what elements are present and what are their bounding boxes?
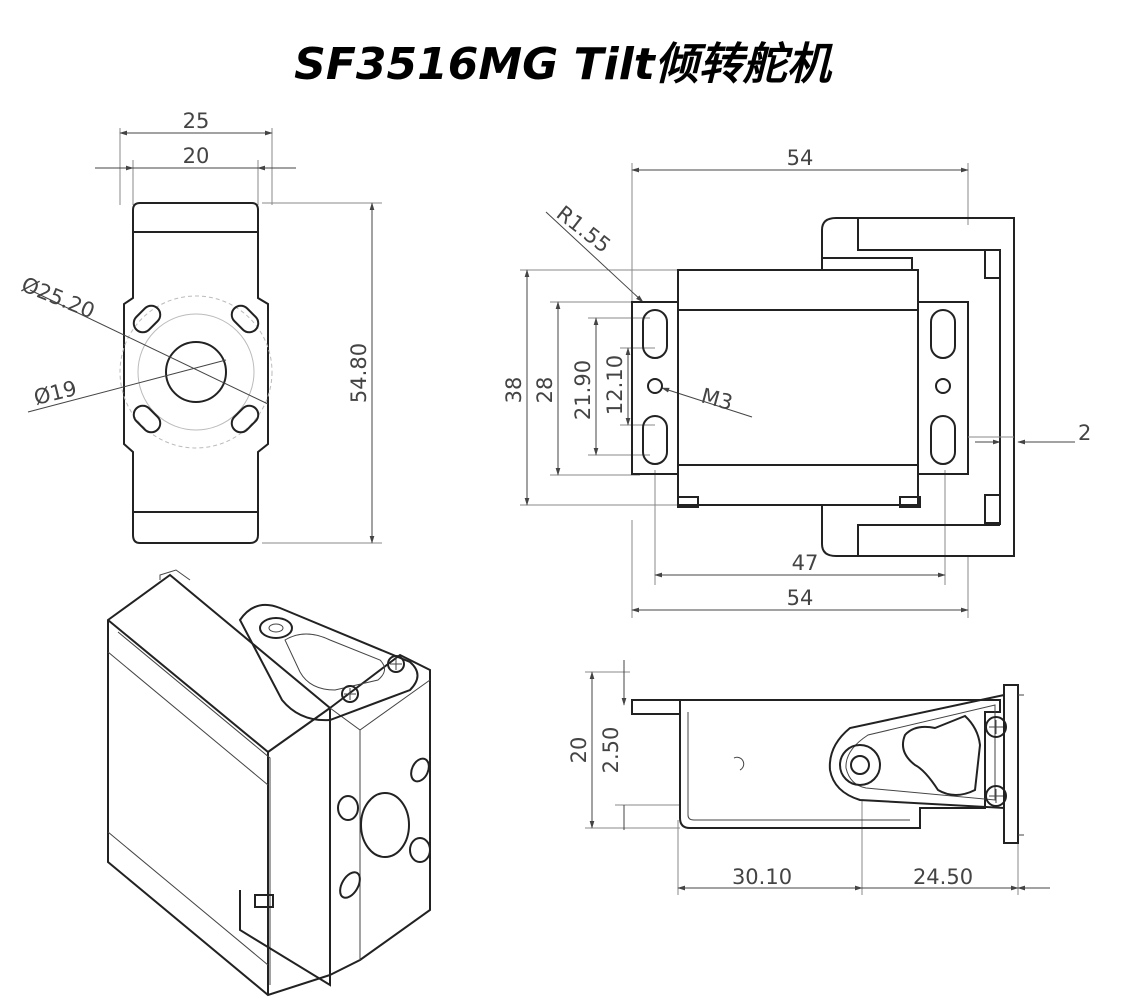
dia-19-label: Ø19	[31, 376, 79, 410]
dim-20-label: 20	[183, 144, 210, 168]
dim-12-10-label: 12.10	[603, 355, 627, 415]
dim-2-label: 2	[1078, 421, 1091, 445]
mount-slots	[132, 304, 260, 434]
dim-25-label: 25	[183, 109, 210, 133]
dim-2-50-label: 2.50	[599, 727, 623, 774]
side-view: 54 54 47 38 28 21.90 12.10 R1.55 M3 2	[502, 146, 1091, 618]
dim-38-label: 38	[502, 377, 526, 404]
front-view: 25 20 54.80 Ø25.20 Ø19	[18, 109, 382, 544]
dim-54-bottom-label: 54	[787, 586, 814, 610]
page-title: SF3516MG Tilt倾转舵机	[294, 39, 831, 90]
dim-54-80-label: 54.80	[347, 343, 371, 403]
dim-21-90-label: 21.90	[571, 360, 595, 420]
spline-hole	[165, 341, 227, 403]
dim-24-50-label: 24.50	[913, 865, 973, 889]
radius-label: R1.55	[552, 201, 615, 258]
bottom-view: 20 2.50 30.10 24.50	[567, 660, 1050, 895]
m3-label: M3	[699, 384, 736, 415]
dim-28-label: 28	[533, 377, 557, 404]
dim-20-label: 20	[567, 737, 591, 764]
dim-30-10-label: 30.10	[732, 865, 792, 889]
dim-47-label: 47	[792, 551, 819, 575]
dia-25-20-label: Ø25.20	[18, 272, 98, 323]
dim-54-top-label: 54	[787, 146, 814, 170]
isometric-view	[107, 569, 431, 997]
